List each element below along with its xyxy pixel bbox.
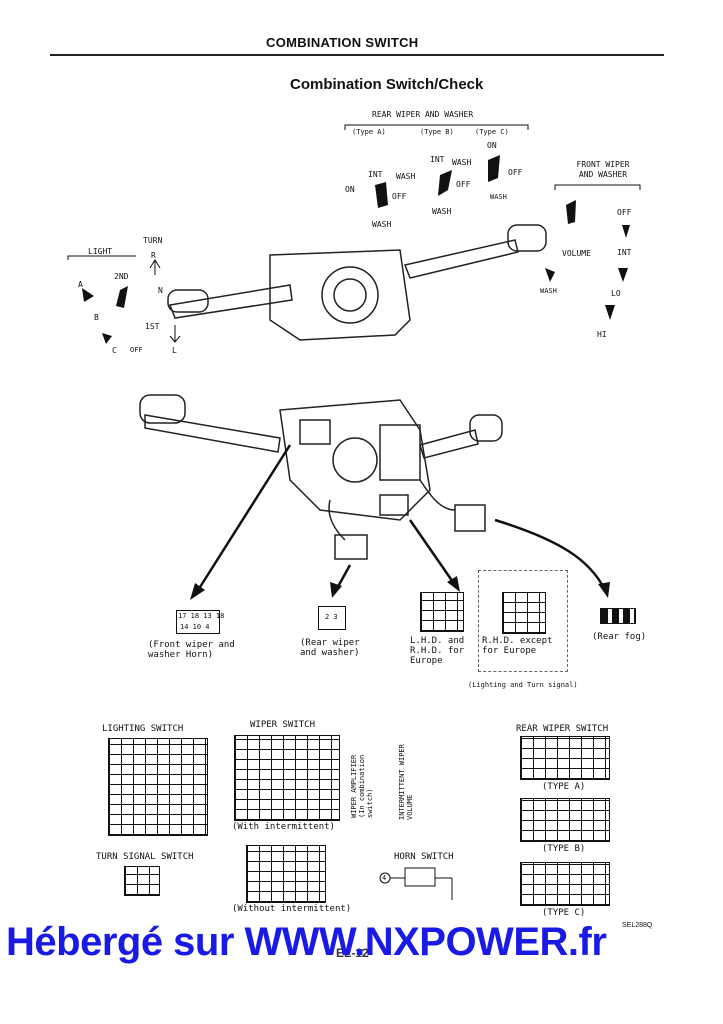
type-b-wash: WASH [432,207,452,216]
wiper-without-intermittent-caption: (Without intermittent) [232,904,352,914]
type-a-int: INT [368,170,383,179]
rear-wiper-type-c-table [520,862,610,906]
light-1st: 1ST [145,322,160,331]
light-b: B [94,313,99,322]
front-wiper-hi: HI [597,330,607,339]
type-c-off: OFF [508,168,523,177]
connector-front-wiper-caption: (Front wiper and washer Horn) [148,640,235,660]
connector-rear-wiper: 2 3 [318,606,346,630]
watermark-text: Hébergé sur WWW.NXPOWER.fr [6,920,607,964]
connector-front-wiper-pins-bottom: 14 10 4 [180,623,210,631]
rear-wiper-type-b-caption: (TYPE B) [542,844,586,854]
section-header: COMBINATION SWITCH [266,35,419,50]
light-c: C [112,346,117,355]
front-wiper-int: INT [617,248,632,257]
front-wiper-wash: WASH [540,287,557,295]
lighting-turn-caption: (Lighting and Turn signal) [468,681,578,689]
wiper-with-intermittent-caption: (With intermittent) [232,822,335,832]
connector-front-wiper: 17 18 13 18 14 10 4 [176,610,224,634]
wiper-switch-table [234,735,340,821]
rear-wiper-switch-title: REAR WIPER SWITCH [516,724,609,734]
turn-n: N [158,286,163,295]
type-b-off: OFF [456,180,471,189]
type-a-wash: WASH [372,220,392,229]
page-number: EL-12 [336,946,369,960]
light-heading: LIGHT [88,247,113,256]
wiper-switch-title: WIPER SWITCH [250,720,316,730]
connector-rear-fog [600,608,636,624]
dashed-group-box [478,570,568,672]
front-wiper-off: OFF [617,208,632,217]
type-c-on: ON [487,141,497,150]
turn-heading: TURN [143,236,163,245]
turn-signal-switch-title: TURN SIGNAL SWITCH [96,852,194,862]
rear-wiper-type-c-caption: (TYPE C) [542,908,586,918]
horn-switch-title: HORN SWITCH [394,852,454,862]
connector-rear-wiper-pins: 2 3 [325,613,338,621]
type-b-wash-left: WASH [396,172,416,181]
rear-wiper-type-a-table [520,736,610,780]
type-c-label: (Type C) [475,128,509,136]
header-rule [50,54,664,56]
connector-rear-fog-caption: (Rear fog) [592,632,647,642]
type-a-label: (Type A) [352,128,386,136]
type-a-off: OFF [392,192,407,201]
wiper-switch-table-no-int [246,845,326,903]
connector-rhd-except-europe [502,592,546,634]
turn-r: R [151,251,156,260]
rear-wiper-type-b-table [520,798,610,842]
connector-rear-wiper-caption: (Rear wiper and washer) [300,638,360,658]
type-b-wash-top: WASH [452,158,472,167]
light-a: A [78,280,83,289]
front-wiper-lo: LO [611,289,621,298]
figure-reference: SEL288Q [622,922,653,929]
connector-lhd-europe [420,592,464,632]
light-off: OFF [130,346,143,354]
type-c-wash: WASH [490,193,507,201]
type-a-on: ON [345,185,355,194]
type-b-label: (Type B) [420,128,454,136]
lighting-switch-title: LIGHTING SWITCH [102,724,184,734]
connector-front-wiper-pins-top: 17 18 13 18 [178,612,225,620]
connector-lhd-europe-caption: L.H.D. and R.H.D. for Europe [410,636,465,666]
rear-wiper-type-a-caption: (TYPE A) [542,782,586,792]
front-wiper-volume: VOLUME [562,249,591,258]
page-title: Combination Switch/Check [290,76,484,93]
lighting-switch-table [108,738,208,836]
wiper-amplifier-label: WIPER AMPLIFIER (In combination switch) [350,754,374,818]
intermittent-volume-label: INTERMITTENT WIPER VOLUME [398,744,414,820]
horn-pin: 4 [382,874,387,882]
type-b-int: INT [430,155,445,164]
front-wiper-heading: FRONT WIPER AND WASHER [576,160,630,179]
turn-signal-table [124,866,160,896]
rear-wiper-heading: REAR WIPER AND WASHER [372,110,474,119]
light-2nd: 2ND [114,272,129,281]
connector-rhd-except-europe-caption: R.H.D. except for Europe [482,636,553,656]
turn-l: L [172,346,177,355]
